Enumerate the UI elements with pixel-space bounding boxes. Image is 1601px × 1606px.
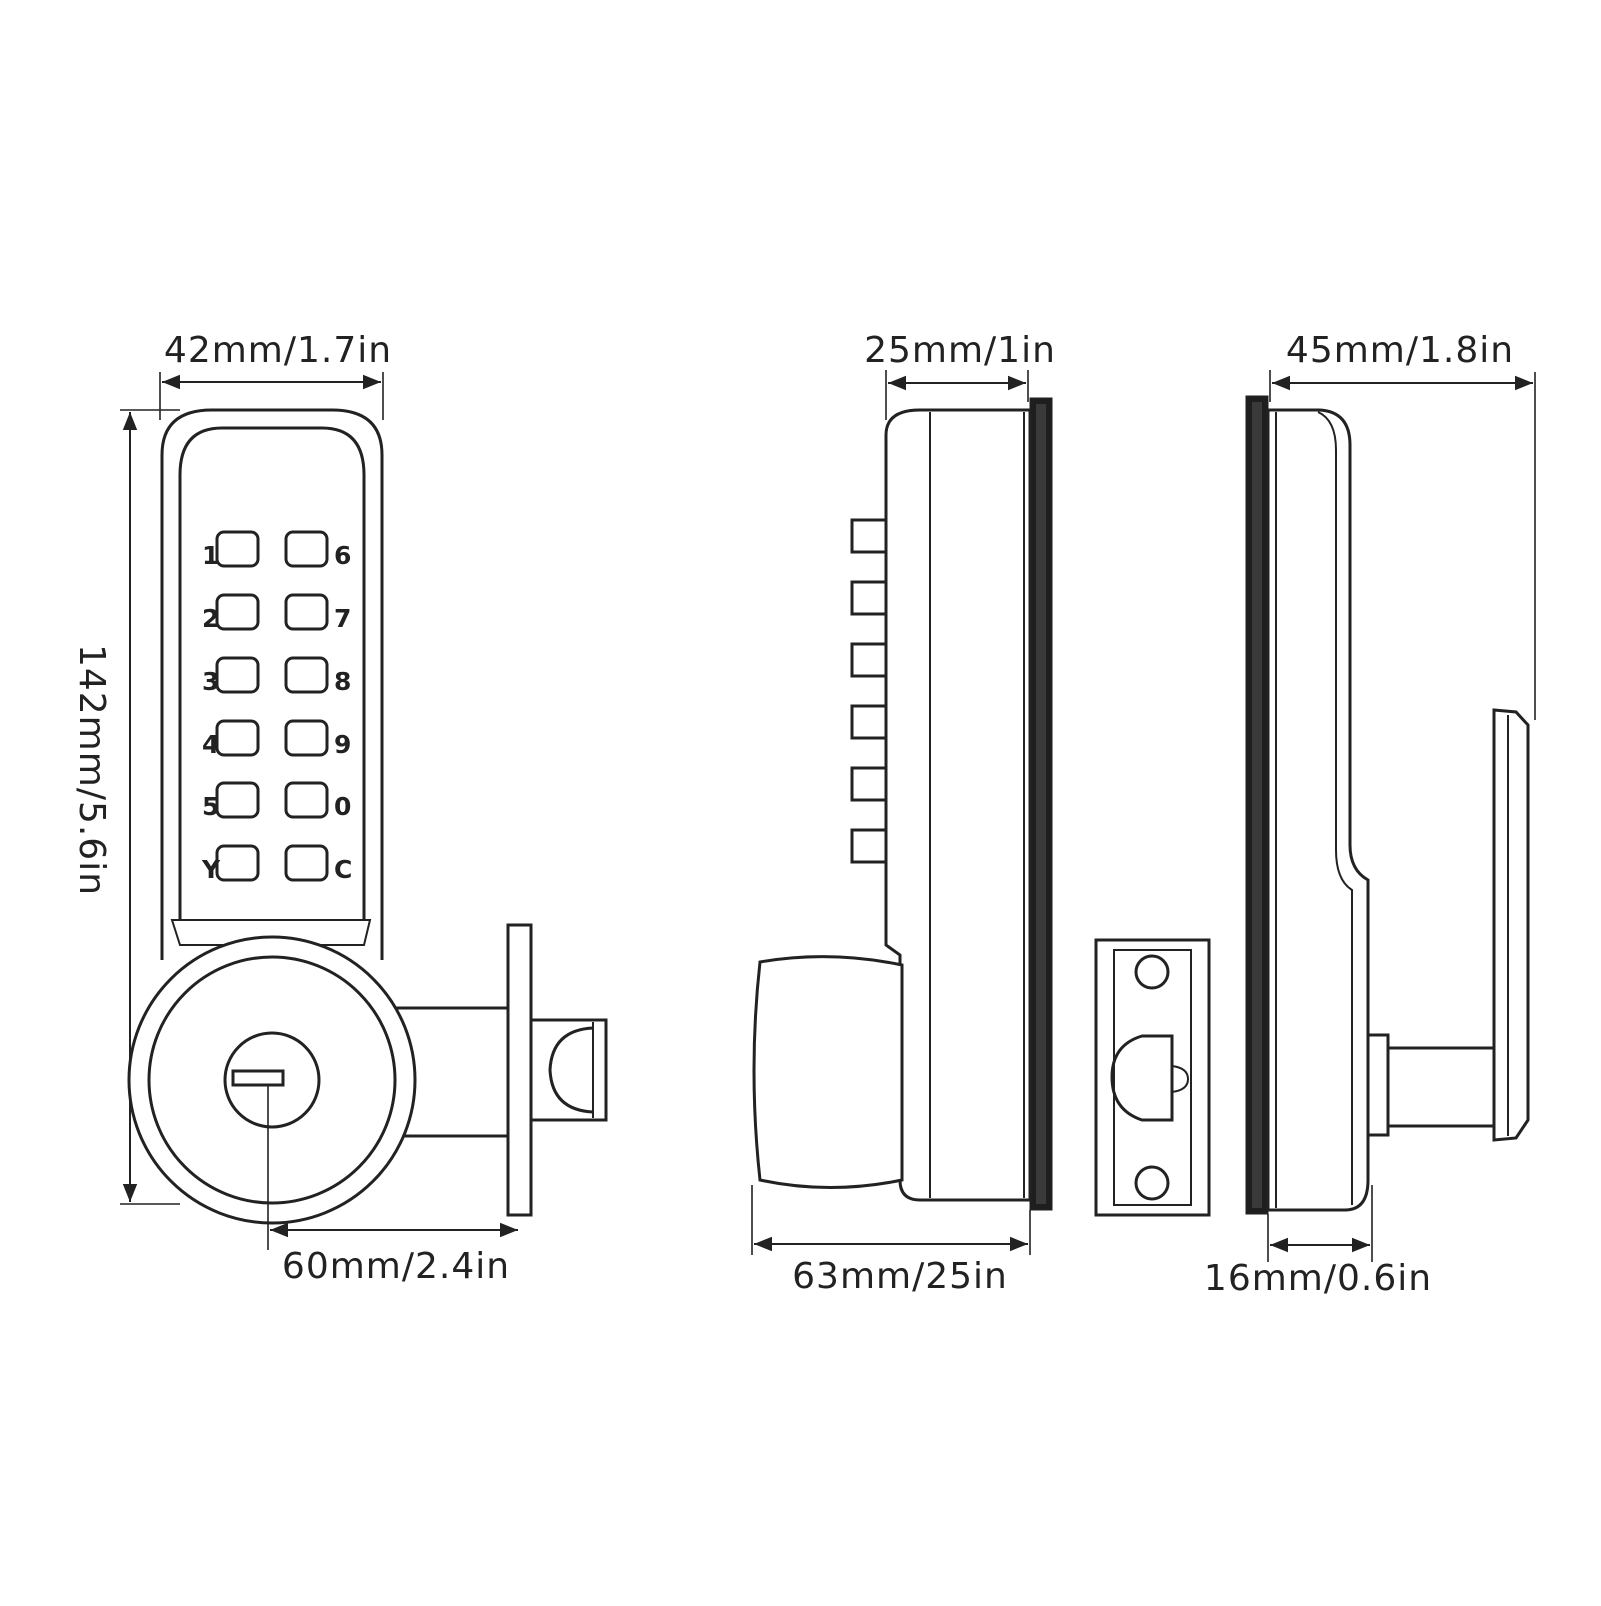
key-label: 1 [202,541,219,570]
keypad-button [215,781,260,819]
latch-bolt-curve [548,1026,594,1114]
front-width-dimension: 42mm/1.7in [159,330,392,420]
key-label: C [334,855,352,884]
keypad-button [284,844,329,882]
screw-hole [1134,954,1170,990]
keypad-button [215,593,260,631]
key-label: 8 [334,667,351,696]
side-button [850,704,888,740]
lever-arm [1386,1046,1498,1128]
side-button [850,766,888,802]
side-button [850,580,888,616]
keypad-button [284,656,329,694]
key-label: 7 [334,604,351,633]
keypad-button [215,719,260,757]
front-body-inner [178,426,366,920]
front-latch [386,923,608,1217]
knob-outer [127,935,417,1225]
key-label: 6 [334,541,351,570]
keypad-right-column [284,530,329,882]
front-knob [127,935,417,1250]
key-label: Y [201,855,221,884]
keyhole-ring [223,1031,321,1129]
latch-faceplate [506,923,533,1217]
side-bottom-dimension: 63mm/25in [751,1185,1031,1297]
side-button [850,642,888,678]
back-view: 45mm/1.8in 16mm/0.6in [1204,330,1536,1299]
back-bottom-dimension: 16mm/0.6in [1204,1185,1432,1299]
side-bottom-label: 63mm/25in [792,1256,1008,1297]
keypad-button [284,593,329,631]
front-view: 42mm/1.7in 142mm/5.6in [71,330,608,1287]
keypad-button [284,719,329,757]
knob-inner [147,955,397,1205]
keypad-button [215,844,260,882]
back-top-label: 45mm/1.8in [1286,330,1514,371]
side-top-label: 25mm/1in [864,330,1056,371]
side-button [850,518,888,554]
side-view: 25mm/1in 63mm/25in [751,330,1056,1297]
lever-collar [1366,1033,1390,1137]
strike-plate [1094,938,1211,1217]
keypad-button [284,530,329,568]
keypad-button [215,530,260,568]
front-body-outer [160,408,384,960]
front-height-label: 142mm/5.6in [71,644,112,896]
side-top-dimension: 25mm/1in [864,330,1056,420]
key-label: 2 [202,604,219,633]
key-label: 4 [202,730,219,759]
front-height-dimension: 142mm/5.6in [71,409,180,1205]
side-button [850,828,888,864]
strike-opening [1110,1034,1174,1122]
key-label: 0 [334,792,351,821]
key-label: 3 [202,667,219,696]
key-label: 5 [202,792,219,821]
front-keypad: 1 2 3 4 5 Y 6 7 8 9 0 C [201,530,352,884]
front-body-base [170,919,372,946]
key-label: 9 [334,730,351,759]
lever-handle [1492,708,1530,1142]
front-depth-dimension: 60mm/2.4in [270,1222,518,1287]
key-slot [231,1069,285,1087]
side-body [884,408,1032,1202]
side-buttons [850,518,888,864]
back-top-dimension: 45mm/1.8in [1269,330,1536,720]
screw-hole [1134,1165,1170,1201]
back-body [1266,408,1370,1212]
keypad-button [284,781,329,819]
side-knob [752,955,904,1189]
front-width-label: 42mm/1.7in [164,330,392,371]
keypad-button [215,656,260,694]
back-bottom-label: 16mm/0.6in [1204,1258,1432,1299]
keypad-left-column [215,530,260,882]
front-depth-label: 60mm/2.4in [282,1246,510,1287]
